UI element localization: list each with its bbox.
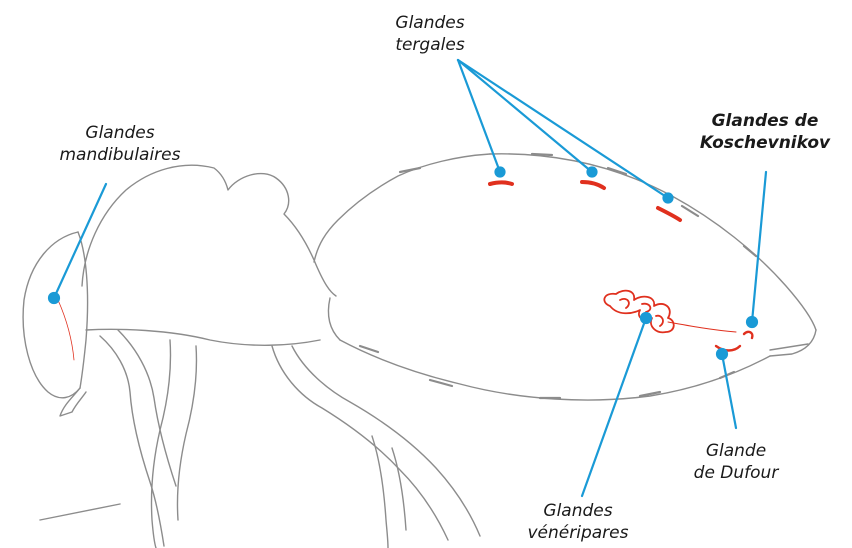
label-tergales-line1: Glandes bbox=[370, 12, 490, 34]
label-veneripares-line2: vénéripares bbox=[518, 522, 638, 544]
label-koschevnikov-line2: Koschevnikov bbox=[680, 132, 850, 154]
koschevnikov-gland bbox=[744, 332, 752, 338]
gaster-top bbox=[490, 154, 816, 330]
mid-leg bbox=[151, 340, 170, 548]
label-glande-dufour: Glande de Dufour bbox=[676, 440, 796, 484]
label-dufour-line1: Glande bbox=[676, 440, 796, 462]
bee-outline bbox=[23, 154, 816, 548]
pointer-tergales-dot-2 bbox=[588, 168, 597, 177]
pointer-tergales-dot-3 bbox=[664, 194, 673, 203]
tergal-gland-2 bbox=[582, 182, 604, 188]
label-glandes-mandibulaires: Glandes mandibulaires bbox=[50, 122, 190, 166]
pointer-koschevnikov bbox=[752, 172, 766, 322]
petiole-outline bbox=[314, 154, 490, 262]
pointer-dufour bbox=[722, 354, 736, 428]
thorax-underside bbox=[86, 329, 320, 345]
mandibular-gland bbox=[58, 300, 74, 360]
hind-leg-branch bbox=[372, 436, 388, 548]
front-leg-inner bbox=[118, 330, 176, 486]
pointer-mandibulaires bbox=[54, 184, 106, 298]
label-glandes-veneripares: Glandes vénéripares bbox=[518, 500, 638, 544]
pointer-tergales-dot-1 bbox=[496, 168, 505, 177]
head-outline bbox=[23, 232, 80, 398]
label-veneripares-line1: Glandes bbox=[518, 500, 638, 522]
pointer-koschevnikov-dot bbox=[747, 317, 757, 327]
pointer-mandibulaires-dot bbox=[49, 293, 59, 303]
label-mandibulaires-line2: mandibulaires bbox=[50, 144, 190, 166]
tergal-gland-1 bbox=[490, 183, 512, 185]
label-mandibulaires-line1: Glandes bbox=[50, 122, 190, 144]
label-glandes-tergales: Glandes tergales bbox=[370, 12, 490, 56]
pointer-veneripares-dot bbox=[641, 313, 651, 323]
hind-leg-inner bbox=[292, 346, 480, 536]
pointer-dufour-dot bbox=[717, 349, 727, 359]
tergal-gland-3 bbox=[658, 208, 680, 220]
face-outline bbox=[78, 232, 88, 388]
hind-leg bbox=[272, 346, 448, 540]
mid-leg-inner bbox=[177, 346, 196, 520]
segment-marks bbox=[360, 154, 756, 398]
hind-leg-branch-inner bbox=[392, 448, 406, 530]
front-leg bbox=[100, 336, 164, 546]
label-tergales-line2: tergales bbox=[370, 34, 490, 56]
venom-gland bbox=[604, 291, 673, 333]
gaster-tip bbox=[770, 330, 816, 356]
pointer-tergales-3 bbox=[458, 60, 668, 198]
foot-left bbox=[40, 504, 120, 520]
pointer-veneripares bbox=[582, 318, 646, 496]
venom-duct bbox=[668, 322, 736, 332]
waist-lower bbox=[328, 298, 340, 340]
glands bbox=[58, 182, 752, 360]
thorax-outline bbox=[82, 165, 336, 296]
label-glandes-koschevnikov: Glandes de Koschevnikov bbox=[680, 110, 850, 154]
mandible-outline bbox=[60, 388, 86, 416]
gaster-bottom bbox=[340, 340, 770, 400]
label-koschevnikov-line1: Glandes de bbox=[680, 110, 850, 132]
label-dufour-line2: de Dufour bbox=[676, 462, 796, 484]
